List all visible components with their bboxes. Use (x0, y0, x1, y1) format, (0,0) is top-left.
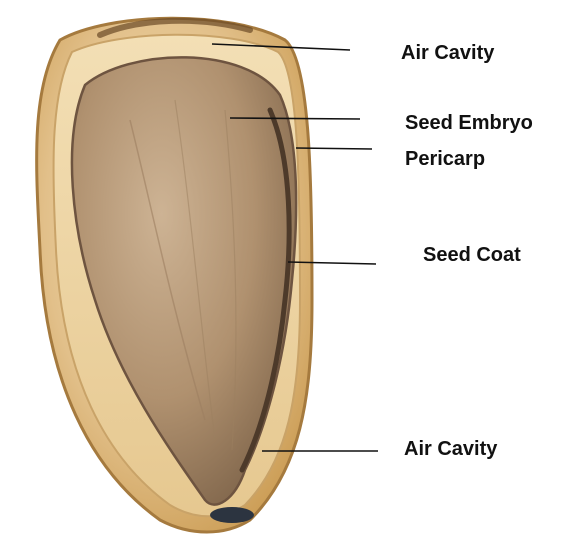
leader-pericarp (296, 148, 372, 149)
label-pericarp: Pericarp (405, 149, 485, 169)
label-seed-coat: Seed Coat (423, 245, 521, 265)
shell-tip-bottom (210, 507, 254, 523)
label-air-cavity-bottom: Air Cavity (404, 439, 497, 459)
leader-seed-embryo (230, 118, 360, 119)
label-seed-embryo: Seed Embryo (405, 113, 533, 133)
label-air-cavity-top: Air Cavity (401, 43, 494, 63)
